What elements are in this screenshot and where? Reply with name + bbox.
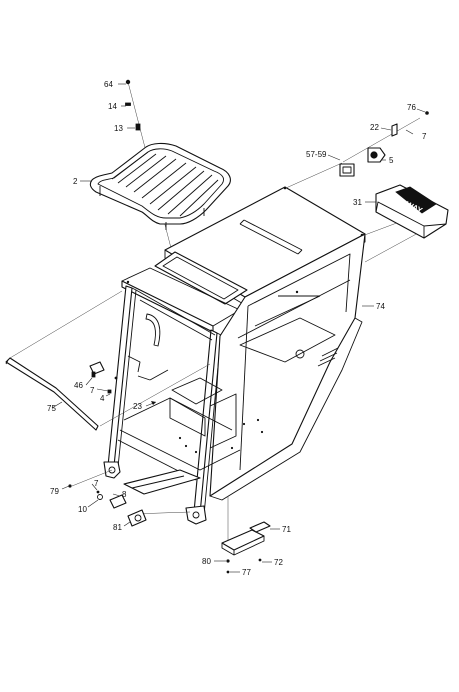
callout-5: 5 (389, 156, 394, 165)
callout-72: 72 (274, 558, 283, 567)
callout-81: 81 (113, 523, 122, 532)
callout-79: 79 (50, 487, 59, 496)
callout-7-bottom: 7 (94, 479, 99, 488)
callout-74: 74 (376, 302, 385, 311)
logo-plate: WAY (365, 184, 449, 239)
callout-76: 76 (407, 103, 416, 112)
cab-frame (103, 186, 366, 525)
callout-labels: 64 14 13 2 76 22 7 57-59 5 31 74 46 7 4 … (47, 80, 427, 577)
bottom-bracket-parts (214, 521, 280, 574)
callout-23: 23 (133, 402, 142, 411)
leader-lines (9, 117, 421, 546)
callout-64: 64 (104, 80, 113, 89)
wiper-arm (5, 357, 99, 431)
callout-7-left: 7 (90, 386, 95, 395)
callout-13: 13 (114, 124, 123, 133)
callout-14: 14 (108, 102, 117, 111)
callout-57-59: 57-59 (306, 150, 327, 159)
callout-7-top: 7 (422, 132, 427, 141)
callout-71: 71 (282, 525, 291, 534)
callout-31: 31 (353, 198, 362, 207)
callout-4: 4 (100, 394, 105, 403)
hinge-pin-parts (61, 483, 147, 527)
callout-8: 8 (122, 490, 127, 499)
left-small-parts (85, 361, 118, 397)
callout-75: 75 (47, 404, 56, 413)
roof-rack (80, 142, 231, 230)
callout-46: 46 (74, 381, 83, 390)
callout-10: 10 (78, 505, 87, 514)
callout-77: 77 (242, 568, 251, 577)
mirror-bracket-parts (327, 108, 429, 177)
callout-23-arrow (145, 401, 157, 407)
callout-22: 22 (370, 123, 379, 132)
callout-80: 80 (202, 557, 211, 566)
callout-2: 2 (73, 177, 78, 186)
